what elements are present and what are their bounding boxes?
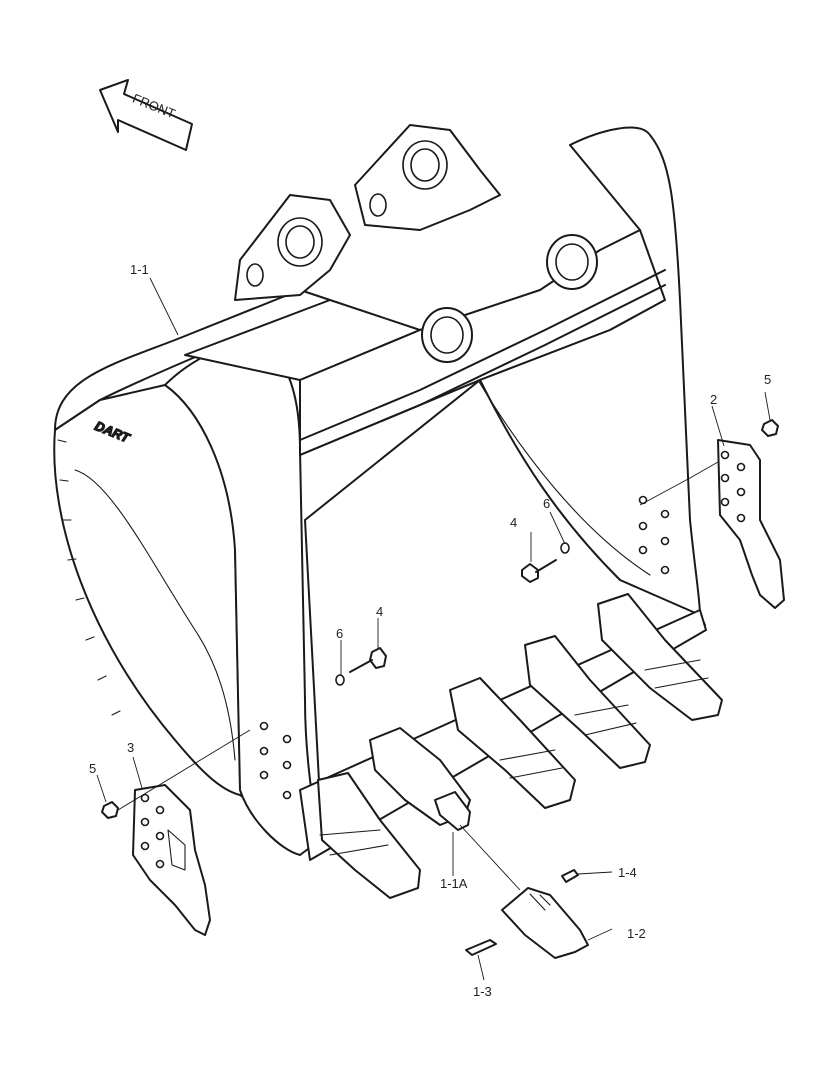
label-5-left: 5 bbox=[89, 761, 96, 776]
label-4-right: 4 bbox=[510, 515, 517, 530]
hardware-right bbox=[521, 419, 779, 583]
label-1-4: 1-4 bbox=[618, 865, 637, 880]
side-plate-holes bbox=[259, 495, 670, 800]
label-4-left: 4 bbox=[376, 604, 383, 619]
tooth-pin bbox=[561, 869, 579, 883]
tooth-exploded bbox=[501, 887, 589, 959]
label-5-right: 5 bbox=[764, 372, 771, 387]
label-6-right: 6 bbox=[543, 496, 550, 511]
label-1-2: 1-2 bbox=[627, 926, 646, 941]
side-cutter-right bbox=[717, 439, 785, 609]
tooth-lock bbox=[465, 939, 497, 956]
label-1-1a: 1-1A bbox=[440, 876, 468, 891]
label-3: 3 bbox=[127, 740, 134, 755]
side-cutter-left bbox=[132, 784, 211, 936]
callout-labels: 1-1 1-1A 1-2 1-3 1-4 2 3 4 4 5 5 6 6 bbox=[89, 262, 771, 999]
label-6-left: 6 bbox=[336, 626, 343, 641]
front-arrow: FRONT bbox=[99, 79, 193, 151]
leader-lines bbox=[96, 277, 771, 981]
hardware-left bbox=[101, 647, 387, 819]
label-2: 2 bbox=[710, 392, 717, 407]
label-1-1: 1-1 bbox=[130, 262, 149, 277]
bucket-teeth bbox=[317, 593, 723, 899]
mounting-lugs bbox=[234, 124, 598, 363]
label-1-3: 1-3 bbox=[473, 984, 492, 999]
